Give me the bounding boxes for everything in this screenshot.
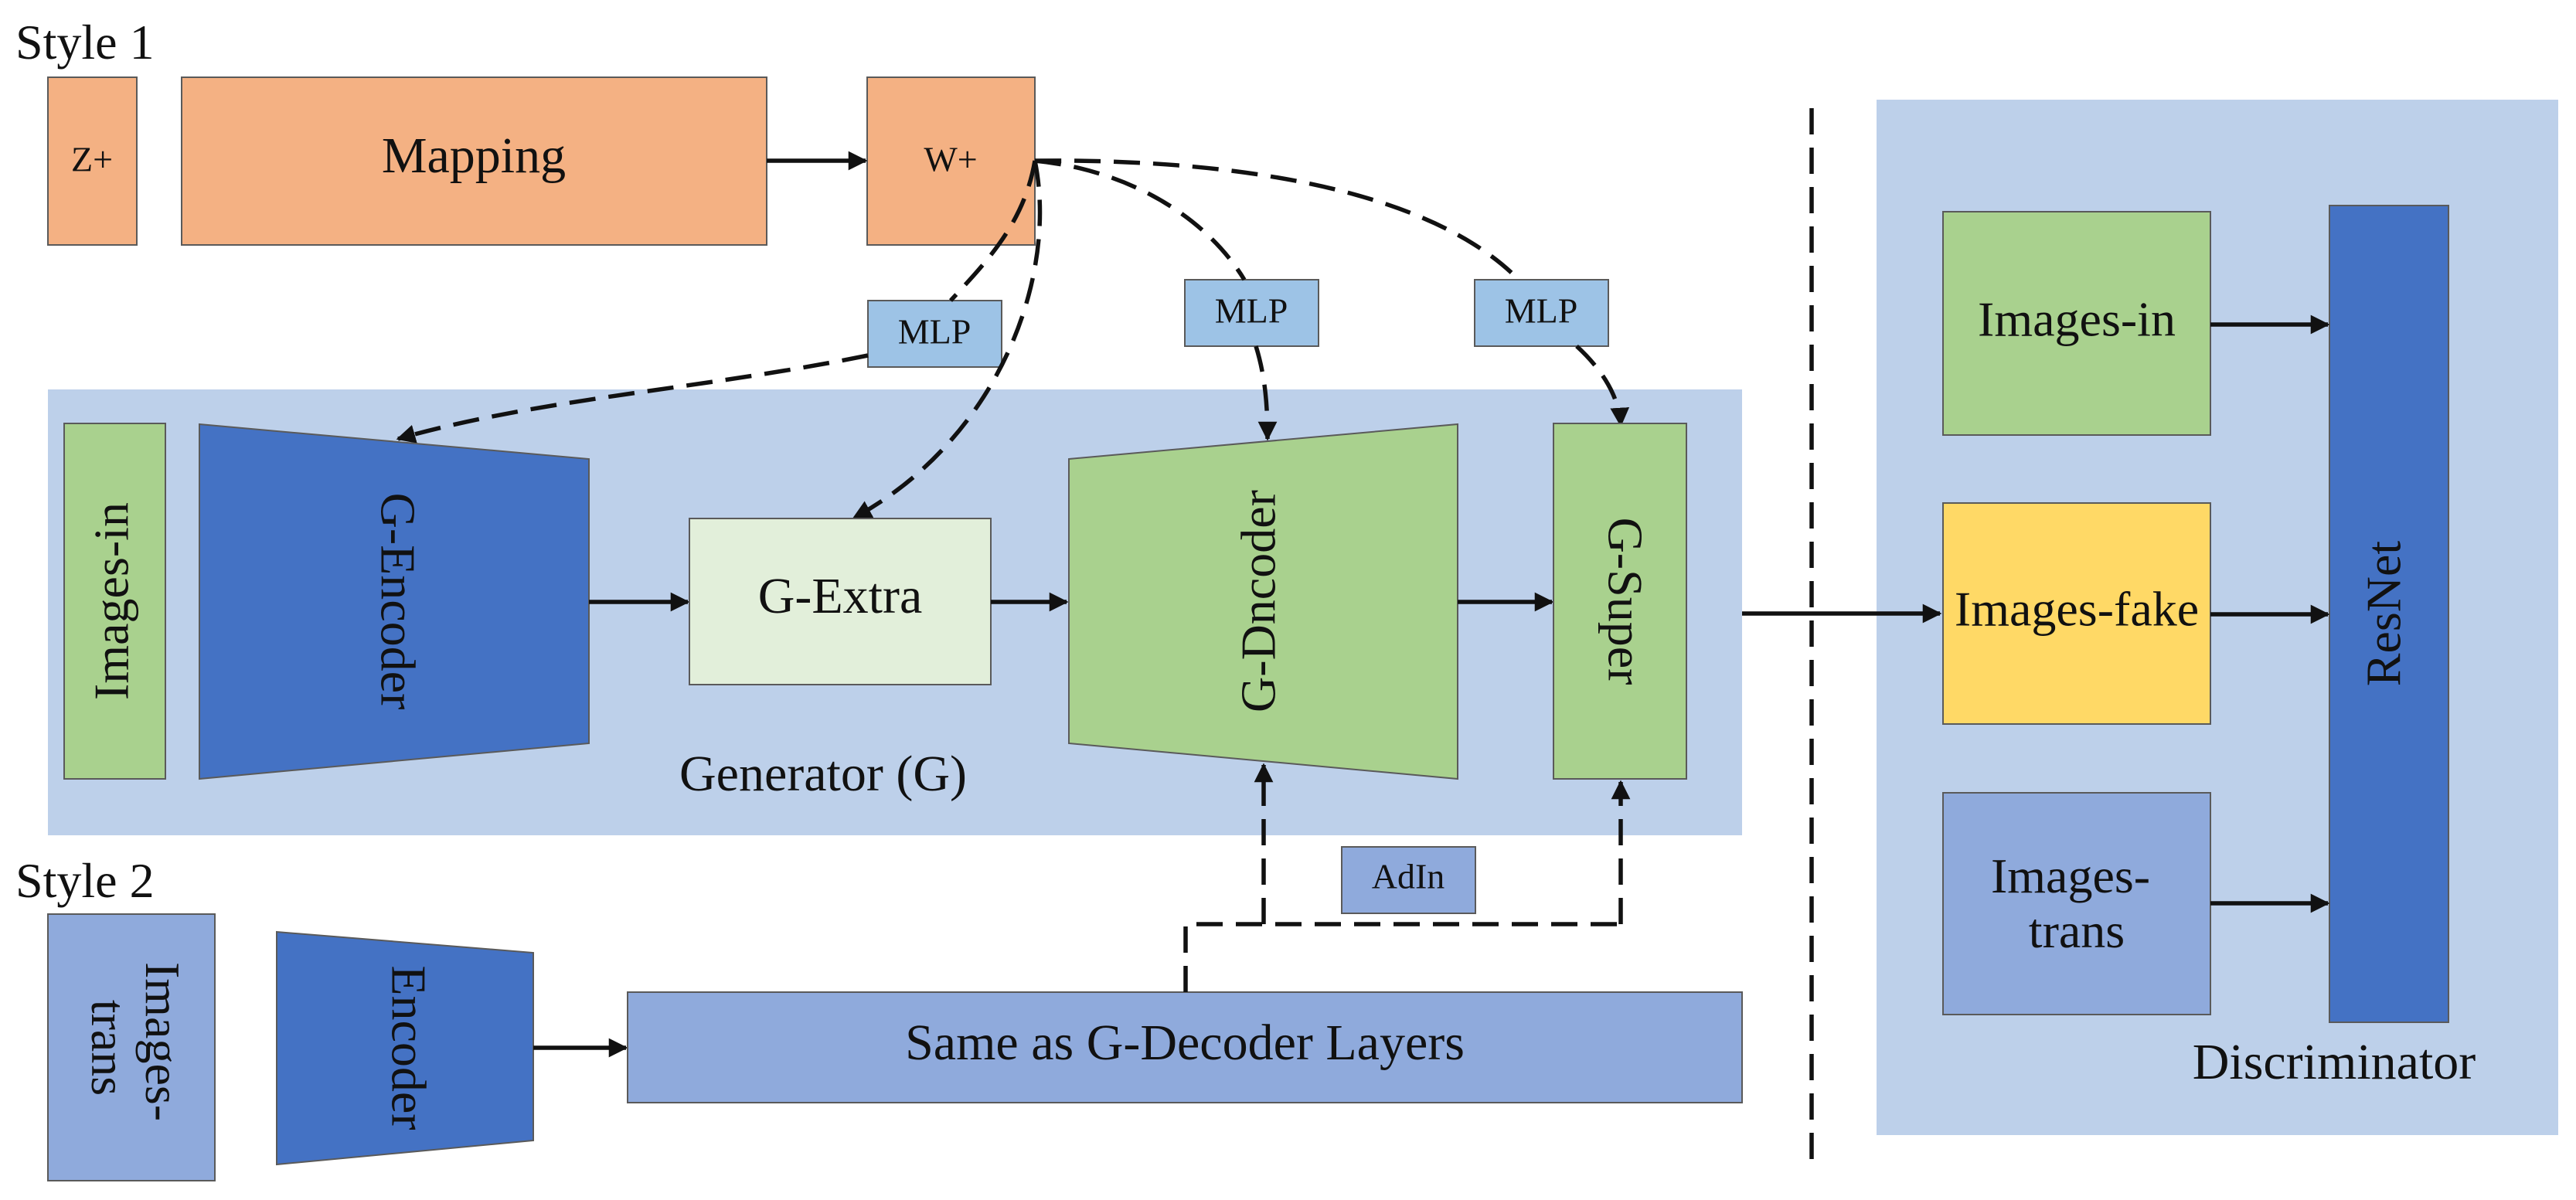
g-decoder-shape: [1068, 423, 1458, 780]
mlp3-to-super-dashed: [1575, 344, 1630, 427]
generator-label: Generator (G): [679, 746, 967, 802]
disc-images-fake-box: [1942, 502, 2211, 725]
g-encoder-label: G-Encoder: [370, 493, 425, 710]
mapping-label: Mapping: [382, 127, 566, 184]
gen-images-in-label: Images-in: [84, 502, 139, 700]
style1-heading: Style 1: [15, 15, 155, 70]
style2-heading: Style 2: [15, 853, 155, 908]
w-to-mlp2-dashed: [1034, 158, 1247, 281]
z-plus-label: Z+: [71, 140, 113, 179]
resnet-box: [2329, 205, 2449, 1023]
discriminator-label: Discriminator: [2193, 1034, 2476, 1090]
adin-dashed-trunk: [1183, 922, 1621, 992]
gen-images-in-box: [63, 423, 166, 780]
g-super-box: [1553, 423, 1687, 780]
w-plus-label: W+: [924, 140, 977, 179]
disc-images-trans-label: Images- trans: [1991, 848, 2163, 958]
g-encoder-shape: [199, 423, 590, 780]
mlp1-to-encoder-dashed: [396, 353, 869, 444]
mlp2-to-decoder-dashed: [1254, 345, 1278, 441]
style2-images-trans-line2: trans: [81, 1000, 136, 1096]
disc-images-trans-box: [1942, 792, 2211, 1015]
disc-images-trans-line1: Images-: [1991, 848, 2150, 903]
g-extra-box: [689, 518, 992, 685]
style2-encoder-label: Encoder: [381, 965, 436, 1130]
mlp-box-3: [1474, 279, 1609, 347]
mlp-box-1: [867, 300, 1002, 368]
w-to-mlp3-dashed: [1034, 158, 1520, 281]
w-to-extra-dashed: [852, 160, 1043, 520]
w-plus-box: [866, 76, 1036, 246]
disc-images-in-box: [1942, 211, 2211, 436]
disc-images-fake-label: Images-fake: [1955, 582, 2199, 637]
style2-images-trans-box: [47, 913, 216, 1181]
mlp-label-2: MLP: [1215, 291, 1288, 331]
decoder-layers-label: Same as G-Decoder Layers: [905, 1015, 1465, 1071]
mlp-label-3: MLP: [1505, 291, 1578, 331]
g-super-label: G-Super: [1598, 518, 1652, 685]
w-to-mlp1-dashed: [948, 160, 1037, 302]
g-decoder-label: G-Dncoder: [1231, 490, 1286, 712]
mlp-box-2: [1184, 279, 1319, 347]
style2-images-trans-line1: Images-: [135, 962, 190, 1121]
style2-encoder-shape: [276, 930, 534, 1166]
decoder-layers-box: [627, 991, 1743, 1103]
resnet-label: ResNet: [2357, 541, 2411, 687]
disc-images-in-label: Images-in: [1978, 292, 2176, 347]
mlp-label-1: MLP: [898, 312, 972, 352]
adin-label: AdIn: [1372, 857, 1445, 896]
style2-images-trans-label: Images- trans: [81, 962, 190, 1134]
g-extra-label: G-Extra: [758, 568, 923, 624]
disc-images-trans-line2: trans: [2029, 903, 2125, 958]
z-plus-box: [47, 76, 138, 246]
adin-box: [1341, 846, 1476, 914]
